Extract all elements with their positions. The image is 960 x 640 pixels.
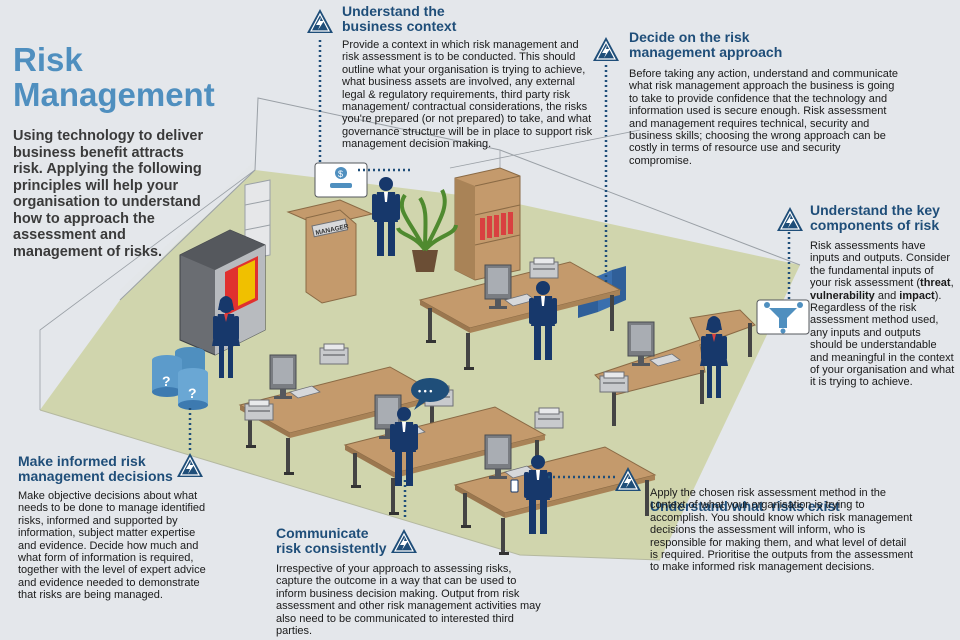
heading-decisions: Make informed risk management decisions	[18, 454, 173, 484]
money-screen-icon: $	[314, 162, 368, 198]
question-cylinder-icon: ? ?	[152, 347, 208, 410]
page-title: Risk Management	[13, 42, 215, 112]
heading-decisions-line1: Make informed risk	[18, 453, 146, 469]
warning-triangle-icon	[307, 9, 333, 33]
svg-text:?: ?	[188, 385, 197, 401]
tablet	[510, 479, 519, 493]
heading-risks-exist: Understand what risks exist	[650, 469, 840, 529]
heading-business-context-line1: Understand the	[342, 3, 445, 19]
svg-text:• • •: • • •	[418, 386, 432, 396]
manager-office: MANAGER $	[244, 162, 374, 304]
warning-triangle-icon	[615, 467, 641, 491]
heading-communicate: Communicate risk consistently	[276, 526, 387, 556]
intro-text: Using technology to deliver business ben…	[13, 128, 204, 260]
svg-text:$: $	[338, 169, 343, 179]
term-threat: threat	[920, 277, 951, 290]
svg-text:?: ?	[162, 373, 171, 389]
body-communicate: Irrespective of your approach to assessi…	[276, 563, 541, 638]
heading-communicate-line2: risk consistently	[276, 540, 387, 556]
body-approach: Before taking any action, understand and…	[629, 68, 899, 167]
body-components: Risk assessments have inputs and outputs…	[810, 240, 955, 389]
warning-triangle-icon	[177, 453, 203, 477]
bookshelf	[454, 167, 521, 281]
page-title-line2: Management	[13, 76, 215, 113]
warning-triangle-icon	[593, 37, 619, 61]
funnel-icon	[756, 299, 810, 335]
heading-risks-exist-line1: Understand what risks exist	[650, 498, 840, 514]
heading-approach-line1: Decide on the risk	[629, 29, 750, 45]
body-risks-exist: Apply the chosen risk assessment method …	[650, 487, 913, 574]
heading-components-line1: Understand the key	[810, 202, 940, 218]
page-title-line1: Risk	[13, 41, 83, 78]
body-business-context: Provide a context in which risk manageme…	[342, 39, 593, 151]
term-impact: impact	[899, 289, 935, 302]
heading-components-line2: components of risk	[810, 217, 940, 233]
heading-decisions-line2: management decisions	[18, 468, 173, 484]
heading-approach-line2: management approach	[629, 44, 783, 60]
heading-business-context-line2: business context	[342, 18, 457, 34]
body-decisions: Make objective decisions about what need…	[18, 490, 206, 602]
warning-triangle-icon	[391, 529, 417, 553]
heading-communicate-line1: Communicate	[276, 525, 369, 541]
speech-bubble-icon: • • •	[411, 378, 449, 410]
plant	[396, 189, 458, 272]
warning-triangle-icon	[777, 207, 803, 231]
heading-components: Understand the key components of risk	[810, 203, 940, 233]
heading-approach: Decide on the risk management approach	[629, 30, 782, 60]
term-vulnerability: vulnerability	[810, 289, 875, 302]
heading-business-context: Understand the business context	[342, 4, 456, 34]
